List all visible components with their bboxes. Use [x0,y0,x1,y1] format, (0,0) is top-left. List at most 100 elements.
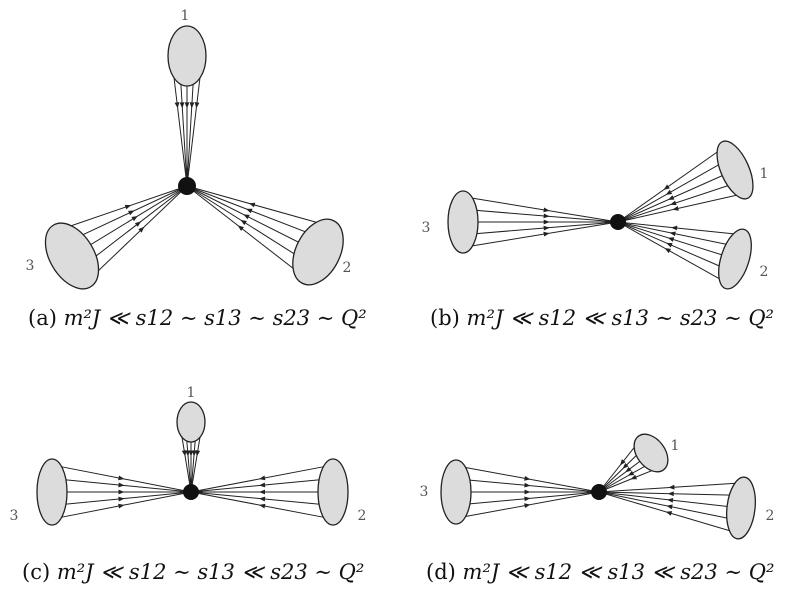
jet-d-3-label: 3 [420,484,429,500]
caption-d: (d) m²J ≪ s12 ≪ s13 ≪ s23 ∼ Q² [426,560,774,584]
jet-d-2 [598,476,756,540]
jet-a-1-arrow [189,102,195,109]
jet-b-3-track [462,196,619,223]
jet-b-1-cone [716,140,754,200]
jet-a-3-arrow [138,226,145,233]
jet-a-1-cone [167,25,207,87]
jet-b-2-label: 2 [760,264,769,280]
jet-d-2-arrow [666,504,673,510]
jet-c-2-cone [317,458,349,526]
jet-b-3-track [462,221,619,248]
jet-d-3 [440,459,600,525]
jet-d-3-arrow [524,482,531,488]
jet-d-1-label: 1 [671,438,680,454]
jet-b-2-cone [718,228,752,290]
jet-c-3 [36,458,192,526]
jet-a-2-arrow [237,225,244,231]
jet-a-3 [44,185,188,290]
jet-a-2-track [186,185,312,266]
jet-a-2 [186,185,344,286]
jet-b-2 [617,221,752,290]
vertex-d [591,484,607,500]
jet-b-2-arrow [669,231,676,237]
jet-c-2-arrow [259,496,266,502]
vertex-b [610,214,626,230]
jet-b-3-label: 3 [422,220,431,236]
jet-c-2-arrow [259,475,266,481]
jet-d-2-arrow [665,511,673,516]
caption-b-tag: (b) [430,306,460,330]
jet-a-3-arrow [131,215,138,222]
jet-a-2-label: 2 [343,260,352,276]
jet-b-2-arrow [666,242,673,248]
jet-c-3-arrow [118,489,125,495]
jet-a-1-arrow [184,102,190,109]
panel-d: 3 1 2 [420,433,775,540]
jet-a-3-track [64,185,188,244]
jet-b-3-arrow [543,207,550,213]
jet-b-3-arrow [543,219,550,225]
jet-d-1-arrow [630,474,637,480]
jet-d-3-arrow [524,503,531,509]
jet-c-1 [176,401,206,493]
jet-c-1-cone [176,401,206,443]
jet-b-2-track [617,221,732,272]
jet-b-1-track [617,181,741,223]
jet-a-2-track [186,185,306,279]
jet-a-2-arrow [246,208,253,214]
jet-c-3-arrow [118,496,125,502]
jet-c-1-label: 1 [187,385,196,401]
jet-a-3-track [87,185,188,282]
jet-a-3-arrow [128,210,135,216]
jet-b-2-arrow [671,225,678,231]
caption-b-math: m²J ≪ s12 ≪ s13 ∼ s23 ∼ Q² [466,306,774,330]
jet-d-3-arrow [524,489,531,495]
caption-c-tag: (c) [22,560,51,584]
jet-c-2 [190,458,349,526]
jet-a-3-cone [44,222,100,290]
caption-d-math: m²J ≪ s12 ≪ s13 ≪ s23 ∼ Q² [462,560,775,584]
jet-c-2-arrow [259,489,265,495]
jet-b-1-arrow [665,189,673,195]
vertex-a [178,177,196,195]
jet-a-2-track [186,185,325,240]
jet-c-1-arrow [181,450,187,457]
vertex-c [183,484,199,500]
jet-d-1-arrow [627,470,635,476]
jet-b-1-track [617,192,746,223]
jet-d-2-arrow [667,491,674,497]
jet-c-2-arrow [259,503,266,509]
caption-b: (b) m²J ≪ s12 ≪ s13 ∼ s23 ∼ Q² [430,306,774,330]
jet-b-1-track [617,169,736,223]
jet-b-3-track [462,208,619,223]
jet-c-1-arrow [192,450,197,457]
jet-d-1 [598,433,669,493]
jet-a-3-arrow [124,204,132,210]
jet-c-1-arrow [185,450,190,457]
jet-d-1-arrow [620,459,626,466]
jet-a-2-arrow [248,202,256,208]
jet-d-1-arrow [625,466,632,473]
jet-a-2-track [186,185,319,253]
jet-a-2-arrow [243,214,250,220]
jet-c-3-cone [36,458,68,526]
jet-a-3-label: 3 [26,258,35,274]
jet-b-2-track [617,221,736,260]
jet-d-1-arrow [622,462,629,469]
jet-c-2-arrow [259,482,266,488]
jet-d-3-cone [440,459,472,525]
jet-b-3-cone [447,190,479,254]
jet-b-2-arrow [664,248,671,254]
jet-b-1-track [617,146,725,223]
jet-b-3-arrow [543,231,550,237]
jet-b-3-track [462,221,619,236]
jet-d-2-label: 2 [766,508,775,524]
jet-a-1-arrow [194,102,200,109]
jet-c-2-label: 2 [358,508,367,524]
jet-a-1 [167,25,207,187]
caption-a: (a) m²J ≪ s12 ∼ s13 ∼ s23 ∼ Q² [28,306,367,330]
caption-c: (c) m²J ≪ s12 ∼ s13 ≪ s23 ∼ Q² [22,560,364,584]
